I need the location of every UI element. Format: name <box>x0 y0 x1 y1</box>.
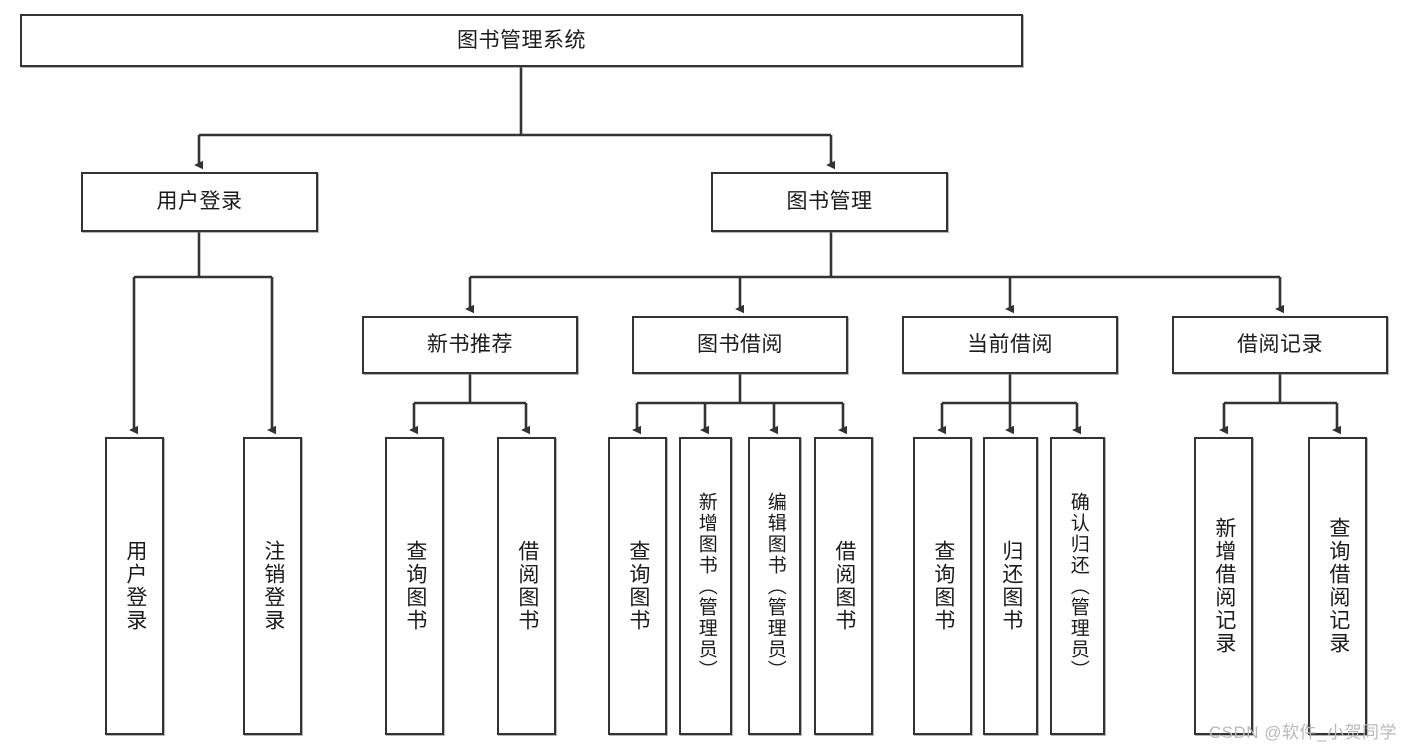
node-label: 新增图书（管理员） <box>695 491 717 681</box>
node-label: 图书借阅 <box>697 333 783 357</box>
node-label: 图书管理 <box>786 190 873 214</box>
leaf-book-borrow-edit-book-admin[interactable]: 编辑图书（管理员） <box>748 437 801 735</box>
leaf-borrow-record-query-record[interactable]: 查询借阅记录 <box>1308 437 1367 735</box>
node-label: 新增借阅记录 <box>1212 517 1236 655</box>
node-label: 查询图书 <box>931 540 955 632</box>
leaf-book-borrow-add-book-admin[interactable]: 新增图书（管理员） <box>679 437 732 735</box>
node-label: 当前借阅 <box>967 333 1053 357</box>
node-label: 确认归还（管理员） <box>1067 491 1089 681</box>
node-label: 新书推荐 <box>427 333 513 357</box>
node-label: 归还图书 <box>999 540 1023 632</box>
node-label: 借阅记录 <box>1237 333 1323 357</box>
leaf-current-borrow-confirm-return-admin[interactable]: 确认归还（管理员） <box>1050 437 1105 735</box>
node-label: 编辑图书（管理员） <box>764 491 786 681</box>
leaf-new-book-borrow-books[interactable]: 借阅图书 <box>497 437 556 735</box>
node-current-borrow[interactable]: 当前借阅 <box>902 316 1118 374</box>
node-label: 图书管理系统 <box>457 28 586 52</box>
leaf-new-book-query-books[interactable]: 查询图书 <box>385 437 444 735</box>
node-label: 借阅图书 <box>515 540 539 632</box>
node-borrow-record[interactable]: 借阅记录 <box>1172 316 1388 374</box>
node-user-login[interactable]: 用户登录 <box>81 172 318 232</box>
node-label: 注销登录 <box>261 540 285 632</box>
node-label: 用户登录 <box>156 190 243 214</box>
node-label: 查询图书 <box>403 540 427 632</box>
leaf-borrow-record-add-record[interactable]: 新增借阅记录 <box>1194 437 1253 735</box>
leaf-current-borrow-return-books[interactable]: 归还图书 <box>983 437 1038 735</box>
node-label: 查询借阅记录 <box>1326 517 1350 655</box>
leaf-book-borrow-query-books[interactable]: 查询图书 <box>608 437 667 735</box>
node-label: 用户登录 <box>123 540 147 632</box>
node-book-management[interactable]: 图书管理 <box>711 172 948 232</box>
leaf-book-borrow-borrow-books[interactable]: 借阅图书 <box>814 437 873 735</box>
leaf-current-borrow-query-books[interactable]: 查询图书 <box>913 437 972 735</box>
node-root-book-management-system[interactable]: 图书管理系统 <box>20 14 1023 67</box>
node-new-book-recommend[interactable]: 新书推荐 <box>362 316 578 374</box>
leaf-user-login-login[interactable]: 用户登录 <box>105 437 164 735</box>
node-book-borrow[interactable]: 图书借阅 <box>632 316 848 374</box>
node-label: 借阅图书 <box>832 540 856 632</box>
node-label: 查询图书 <box>626 540 650 632</box>
leaf-user-login-logout[interactable]: 注销登录 <box>243 437 302 735</box>
